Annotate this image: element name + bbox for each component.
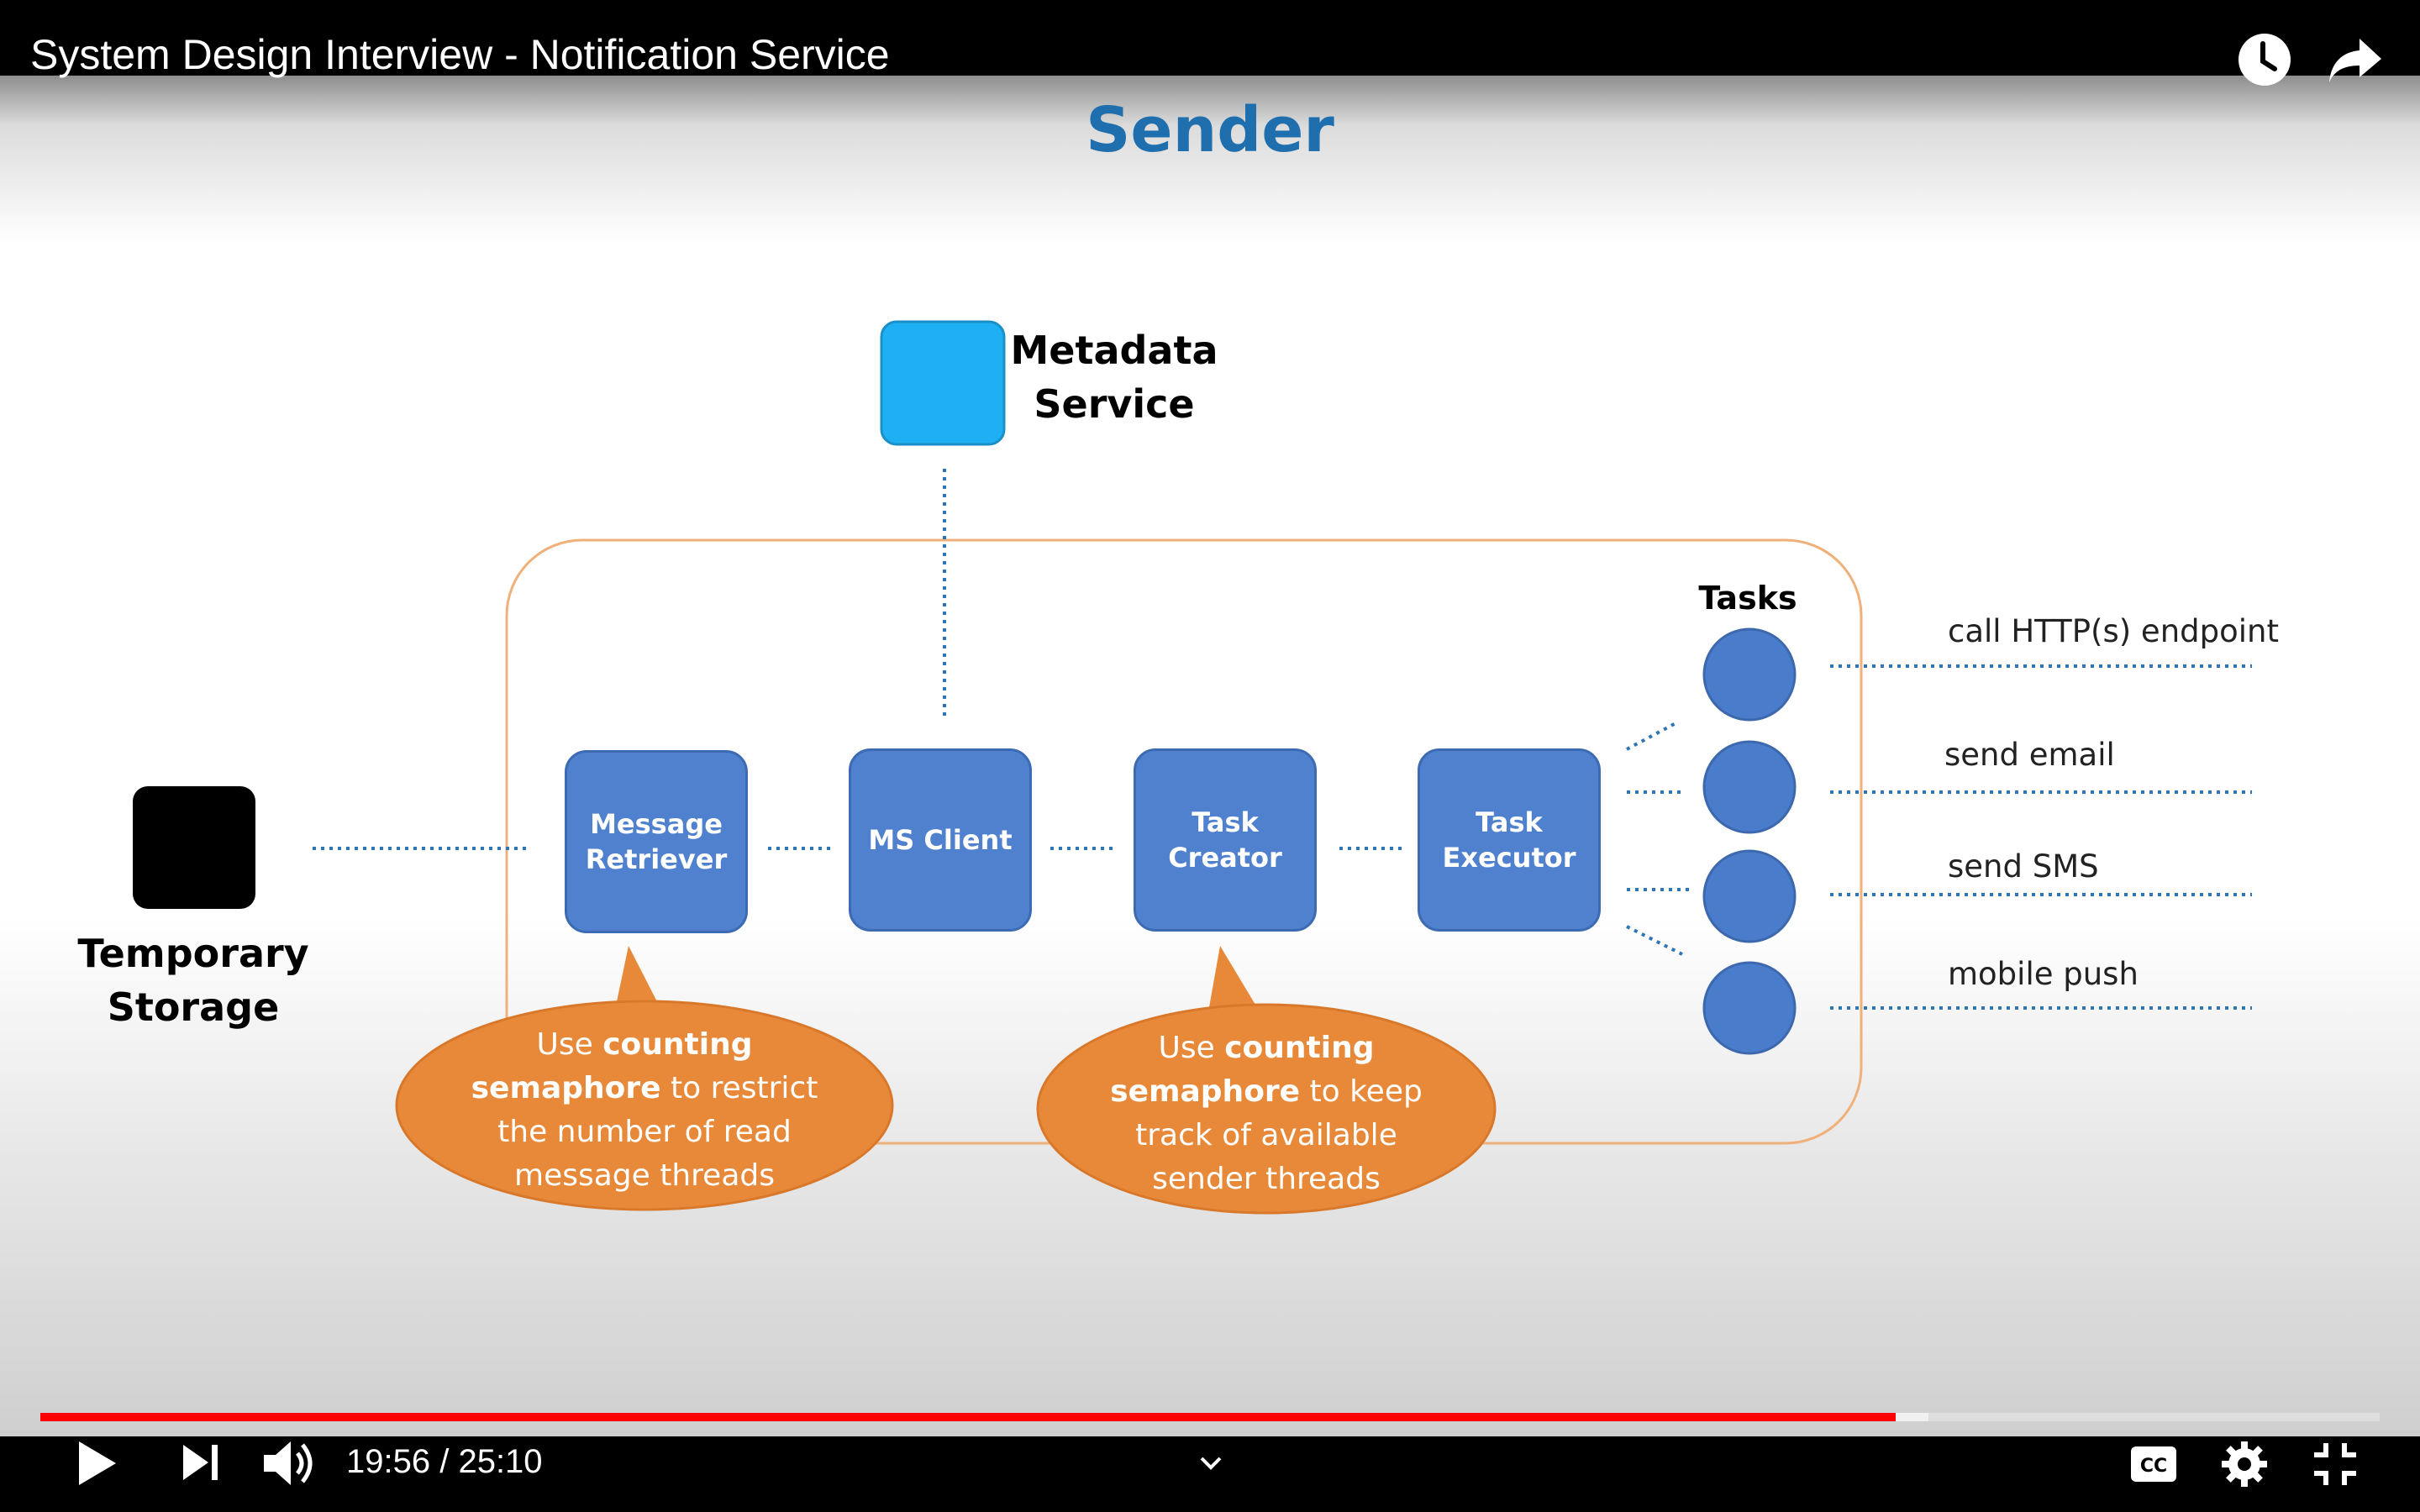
task-circle-4 [1702, 961, 1797, 1055]
bubble-creator-shape [1036, 946, 1497, 1215]
bubble2-bold1: counting [1224, 1031, 1375, 1065]
tasks-heading: Tasks [1698, 580, 1797, 617]
watch-later-icon[interactable] [2235, 30, 2294, 89]
task-label-2: send email [1944, 737, 2115, 773]
task-executor-line2: Executor [1442, 842, 1576, 874]
connector-executor-task1 [1626, 721, 1678, 751]
bubble2-prefix: Use [1158, 1031, 1225, 1065]
bubble1-prefix: Use [536, 1027, 603, 1062]
metadata-service-box [880, 320, 1006, 446]
video-frame[interactable]: Sender [0, 76, 2420, 1436]
ms-client-box: MS Client [849, 748, 1032, 932]
task-circle-1 [1702, 627, 1797, 722]
task-label-4: mobile push [1948, 956, 2139, 992]
metadata-line2: Service [1034, 381, 1195, 427]
captions-icon[interactable]: CC [2129, 1445, 2178, 1483]
bubble1-line4: message threads [514, 1158, 775, 1193]
video-top-bar [0, 0, 2420, 76]
chevron-down-icon[interactable] [1198, 1455, 1223, 1472]
task-executor-line1: Task [1476, 806, 1543, 838]
sender-diagram [133, 320, 2252, 1215]
bubble-retriever-text: Use counting semaphore to restrict the n… [443, 1023, 846, 1198]
bubble1-rest: to restrict [660, 1071, 818, 1105]
next-icon[interactable] [182, 1441, 220, 1483]
volume-icon[interactable] [262, 1438, 318, 1488]
exit-fullscreen-icon[interactable] [2312, 1441, 2358, 1487]
bubble1-line3: the number of read [497, 1115, 792, 1149]
progress-bar[interactable] [40, 1413, 2380, 1421]
svg-text:CC: CC [2140, 1456, 2167, 1477]
task-creator-line2: Creator [1168, 842, 1282, 874]
bubble2-line4: sender threads [1152, 1162, 1381, 1196]
bubble1-bold2: semaphore [471, 1071, 661, 1105]
connector-executor-task4 [1626, 925, 1683, 956]
duration: 25:10 [458, 1443, 543, 1480]
message-retriever-line1: Message [590, 808, 723, 840]
storage-line2: Storage [107, 984, 280, 1030]
bubble-retriever-shape [395, 946, 894, 1211]
metadata-line1: Metadata [1010, 328, 1218, 373]
play-icon[interactable] [76, 1438, 119, 1488]
temporary-storage-box [133, 786, 255, 909]
temporary-storage-label: Temporary Storage [67, 927, 319, 1034]
task-label-3: send SMS [1948, 848, 2099, 885]
time-display: 19:56 / 25:10 [346, 1443, 543, 1481]
video-title[interactable]: System Design Interview - Notification S… [30, 31, 890, 78]
bubble2-bold2: semaphore [1110, 1074, 1301, 1109]
player-controls: 19:56 / 25:10 CC [0, 1394, 2420, 1512]
ms-client-label: MS Client [868, 824, 1013, 856]
settings-icon[interactable] [2220, 1440, 2269, 1488]
task-label-1: call HTTP(s) endpoint [1948, 613, 2279, 649]
message-retriever-line2: Retriever [585, 843, 728, 875]
bubble1-bold1: counting [602, 1027, 753, 1062]
share-icon[interactable] [2326, 30, 2385, 89]
bubble2-line3: track of available [1135, 1118, 1397, 1152]
slide-title: Sender [1086, 94, 1334, 166]
time-separator: / [430, 1443, 459, 1480]
bubble2-rest: to keep [1300, 1074, 1423, 1109]
task-circle-3 [1702, 849, 1797, 943]
current-time: 19:56 [346, 1443, 431, 1480]
task-creator-line1: Task [1192, 806, 1259, 838]
bubble-creator-text: Use counting semaphore to keep track of … [1065, 1026, 1468, 1201]
task-circle-2 [1702, 740, 1797, 834]
storage-line1: Temporary [77, 931, 309, 976]
progress-played [40, 1413, 1896, 1421]
metadata-service-label: Metadata Service [1005, 323, 1223, 431]
